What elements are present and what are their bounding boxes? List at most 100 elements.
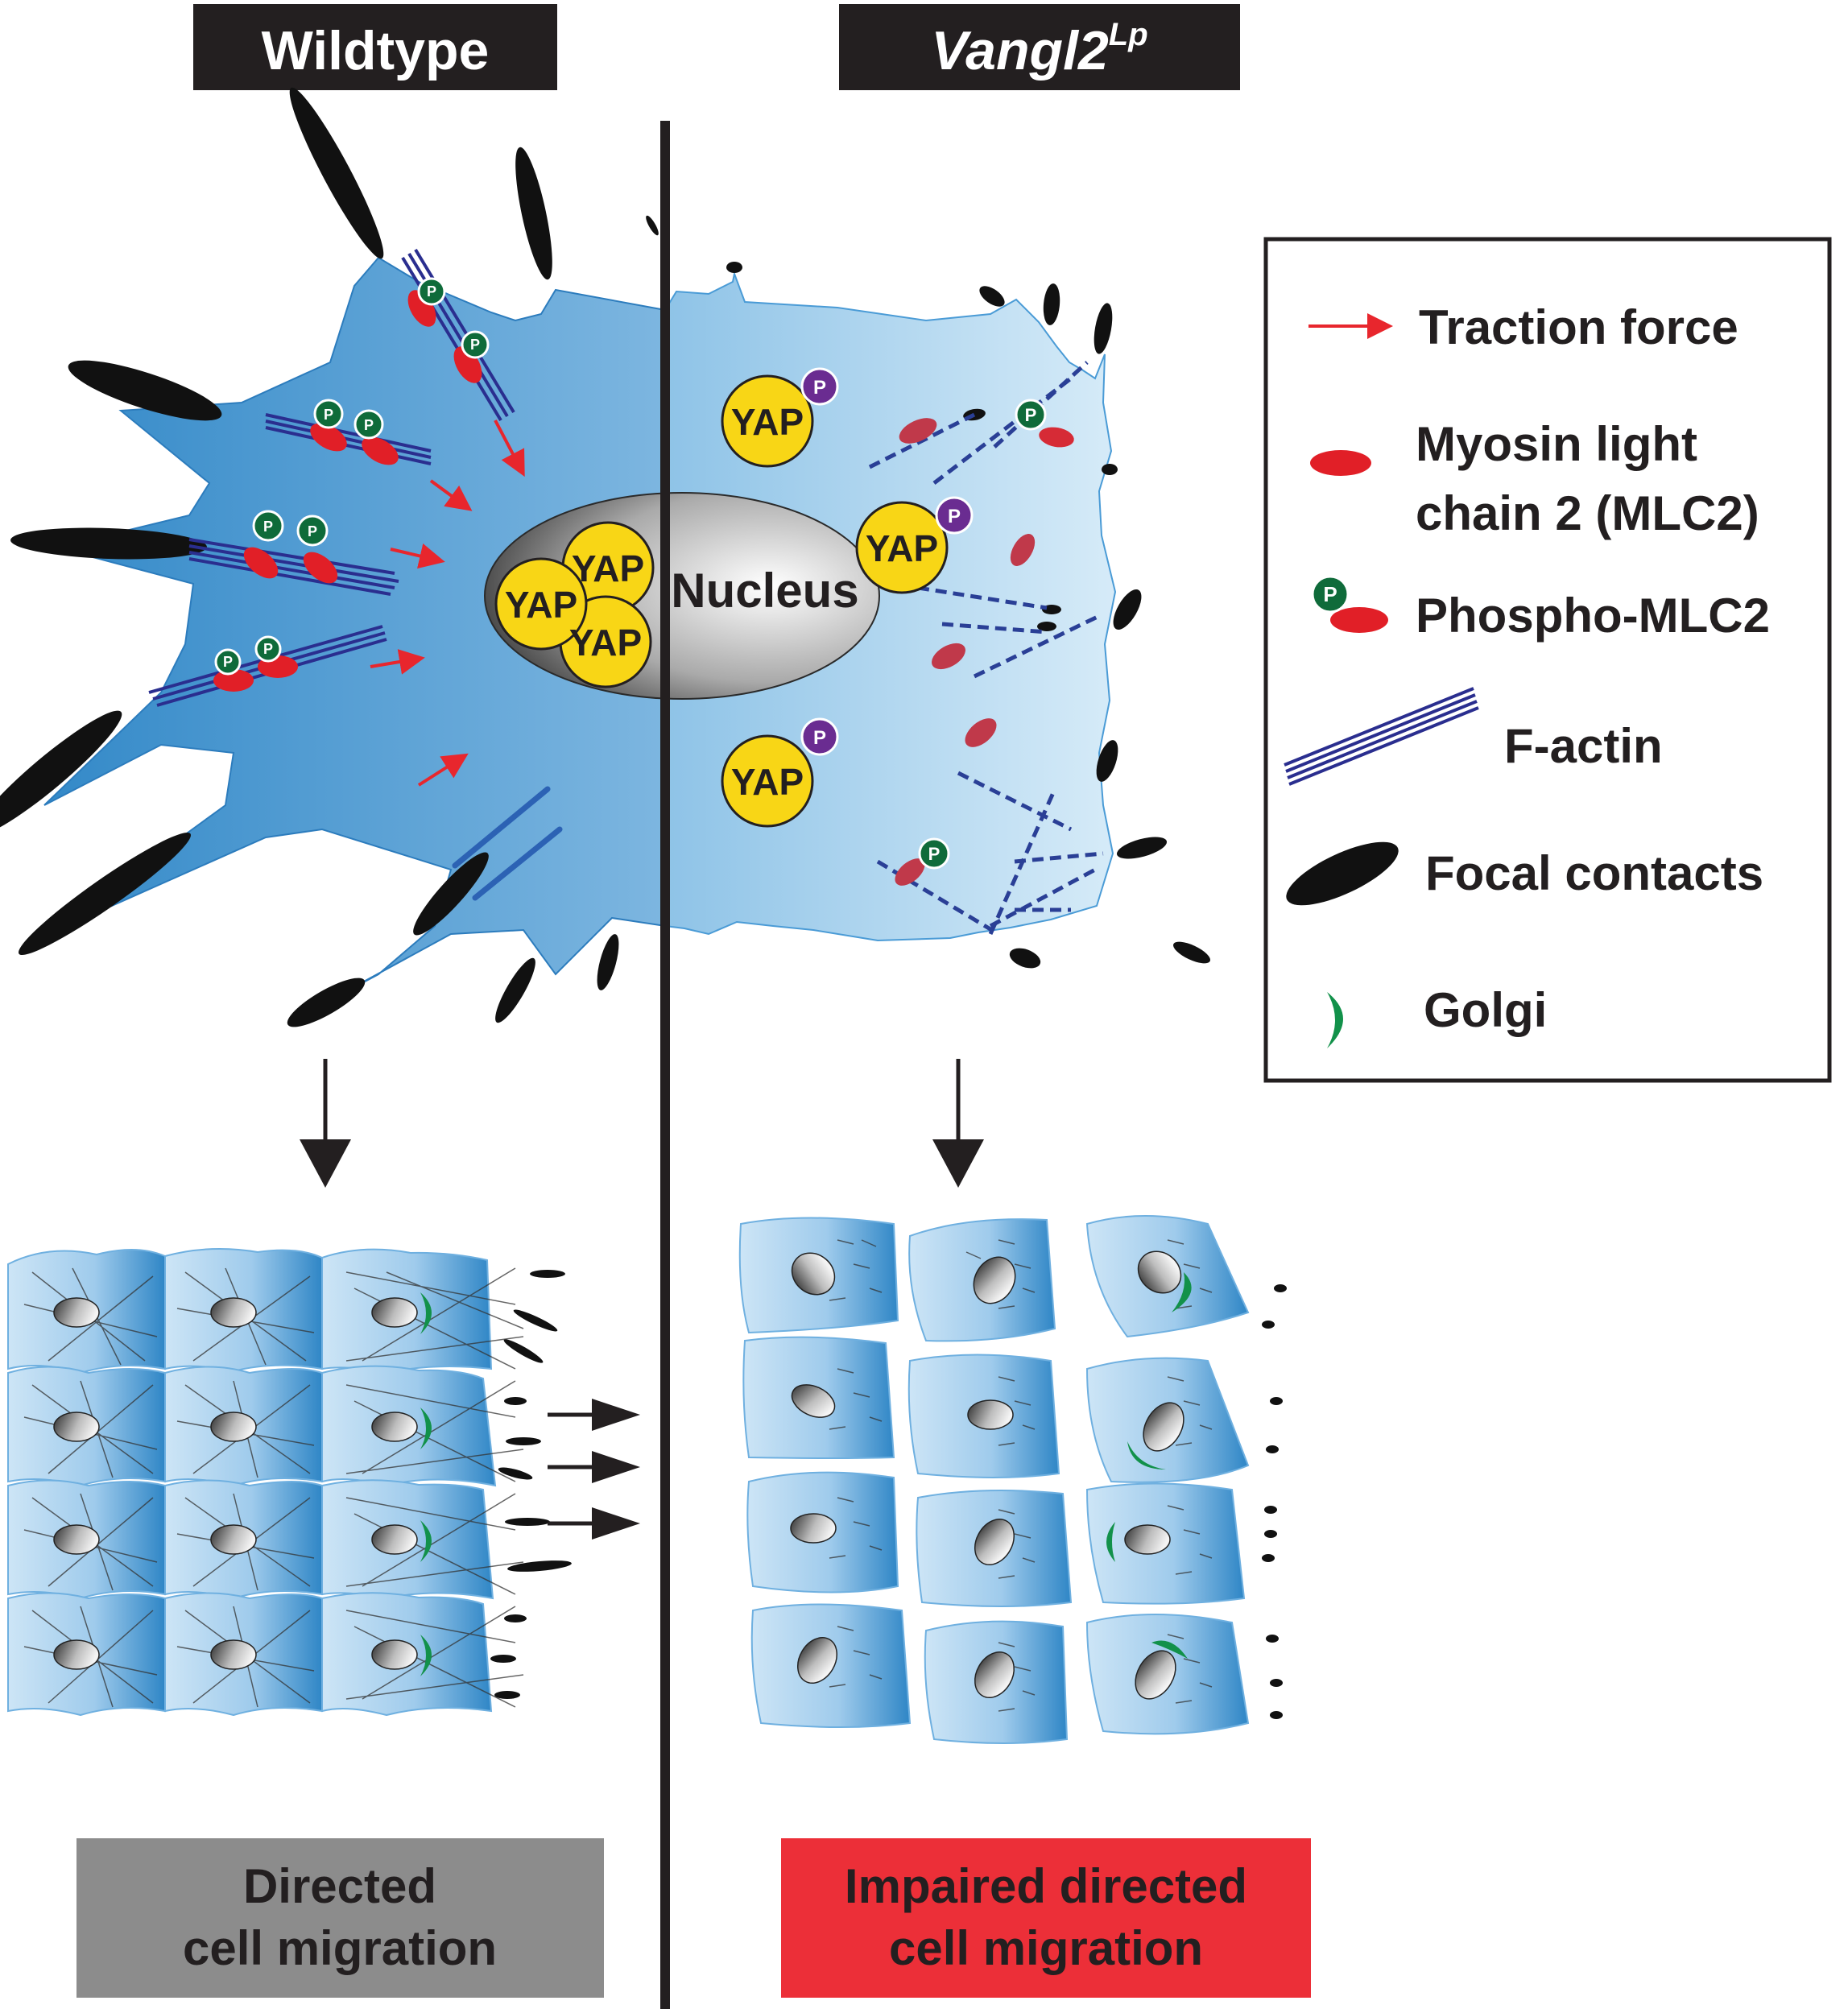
yap-label: YAP bbox=[572, 548, 644, 589]
mutant-outcome-box bbox=[781, 1838, 1311, 1998]
focal-contact bbox=[289, 87, 384, 259]
focal-contact bbox=[68, 360, 222, 421]
focal-contact bbox=[1173, 941, 1210, 964]
focal-contact bbox=[19, 832, 191, 956]
wildtype-header-text: Wildtype bbox=[262, 20, 490, 81]
golgi-icon bbox=[420, 1407, 432, 1449]
legend-phospho-mlc2: P Phospho-MLC2 bbox=[1311, 575, 1770, 643]
mutant-focal-contacts bbox=[646, 215, 1210, 969]
yap-label: YAP bbox=[505, 584, 577, 626]
wildtype-down-arrow bbox=[300, 1059, 351, 1188]
focal-contact bbox=[0, 710, 122, 836]
sheet-short-actin bbox=[829, 1239, 1213, 1712]
wildtype-short-actin bbox=[452, 786, 563, 901]
legend-mlc2-line2: chain 2 (MLC2) bbox=[1416, 486, 1759, 540]
focal-contact bbox=[1009, 948, 1041, 969]
focal-contact bbox=[413, 852, 489, 936]
phospho-label: P bbox=[948, 506, 961, 527]
f-actin-icon bbox=[1284, 687, 1479, 786]
legend-phospho-label: Phospho-MLC2 bbox=[1416, 589, 1770, 643]
golgi-icon bbox=[1127, 1441, 1166, 1469]
legend-f-actin-label: F-actin bbox=[1504, 719, 1663, 773]
phospho-label: P bbox=[324, 407, 333, 423]
wildtype-focal-contacts bbox=[0, 87, 619, 1027]
phospho-label: P bbox=[308, 523, 317, 539]
phosphate-icon bbox=[1311, 575, 1350, 614]
legend-golgi-label: Golgi bbox=[1424, 983, 1547, 1037]
focal-contact bbox=[1113, 589, 1142, 630]
sheet-focal-contacts bbox=[490, 1270, 572, 1699]
mutant-down-arrow bbox=[932, 1059, 984, 1188]
wildtype-outcome-line2: cell migration bbox=[183, 1921, 497, 1975]
phospho-label: P bbox=[223, 654, 233, 670]
legend-golgi: Golgi bbox=[1327, 983, 1547, 1048]
golgi-icon bbox=[420, 1292, 432, 1334]
focal-contact bbox=[1116, 837, 1168, 859]
focal-contact bbox=[1037, 622, 1056, 631]
mlc2-icon bbox=[1310, 450, 1371, 476]
mutant-header-box bbox=[839, 4, 1240, 90]
focal-contact bbox=[495, 957, 535, 1023]
legend-traction-force: Traction force bbox=[1308, 300, 1738, 354]
legend-box bbox=[1263, 237, 1832, 1083]
phospho-label: P bbox=[427, 283, 436, 300]
legend-focal-label: Focal contacts bbox=[1425, 846, 1763, 900]
nuclear-yap: YAP YAP YAP bbox=[494, 521, 655, 688]
mutant-mlc2 bbox=[895, 418, 1074, 886]
wildtype-cell: P P P P P P P P bbox=[0, 87, 666, 1027]
phospho-label: P bbox=[813, 377, 826, 399]
mutant-phospho-mlc2: P P bbox=[918, 399, 1047, 870]
focal-contact bbox=[1094, 303, 1113, 354]
golgi-icon bbox=[1172, 1272, 1192, 1312]
sheet-nuclei bbox=[53, 1297, 418, 1670]
focal-contact bbox=[10, 527, 207, 560]
cytoplasmic-phospho-yap: YAP YAP YAP P P P bbox=[721, 367, 974, 828]
focal-contact bbox=[646, 215, 659, 236]
sheet-golgi bbox=[1106, 1272, 1192, 1659]
legend: Traction force Myosin light chain 2 (MLC… bbox=[1263, 237, 1832, 1083]
legend-f-actin: F-actin bbox=[1284, 687, 1663, 786]
golgi-icon bbox=[420, 1635, 432, 1676]
mutant-header: Vangl2Lp bbox=[839, 4, 1240, 90]
phospho-mlc2-icon bbox=[1330, 607, 1388, 633]
golgi-icon bbox=[420, 1520, 432, 1562]
focal-contact bbox=[1043, 283, 1060, 325]
legend-focal-contacts: Focal contacts bbox=[1286, 841, 1763, 906]
yap-label: YAP bbox=[866, 527, 938, 569]
sheet-golgi bbox=[420, 1292, 432, 1676]
mutant-cell-sheet bbox=[738, 1215, 1287, 1744]
migration-arrows bbox=[548, 1399, 640, 1540]
legend-traction-label: Traction force bbox=[1419, 300, 1738, 354]
wildtype-traction-arrows bbox=[370, 420, 525, 787]
phospho-label: P bbox=[263, 641, 273, 657]
yap-label: YAP bbox=[569, 622, 642, 663]
phospho-label: P bbox=[928, 844, 941, 864]
mutant-gene-name: Vangl2 bbox=[931, 20, 1109, 81]
phospho-label: P bbox=[813, 727, 826, 749]
golgi-icon bbox=[1106, 1522, 1115, 1562]
nucleus-label: Nucleus bbox=[671, 564, 858, 618]
focal-contact bbox=[597, 934, 619, 990]
mutant-header-text: Vangl2Lp bbox=[931, 17, 1147, 81]
focal-contact bbox=[1096, 740, 1118, 782]
phospho-label: P bbox=[470, 337, 480, 353]
wildtype-cell-sheet bbox=[7, 1248, 572, 1717]
wildtype-phospho-mlc2: P P P P P P P P bbox=[213, 277, 490, 692]
focal-contact bbox=[1102, 464, 1118, 475]
mutant-outcome-line2: cell migration bbox=[889, 1921, 1203, 1975]
focal-contact-icon bbox=[1286, 841, 1399, 906]
phospho-label: P bbox=[1025, 405, 1037, 425]
phospho-label: P bbox=[263, 519, 273, 535]
phospho-label: P bbox=[364, 417, 374, 433]
wildtype-header-box bbox=[193, 4, 557, 90]
yap-label: YAP bbox=[731, 401, 804, 443]
focal-contact bbox=[287, 978, 366, 1027]
wildtype-outcome-line1: Directed bbox=[243, 1859, 436, 1913]
legend-mlc2-line1: Myosin light bbox=[1416, 417, 1697, 471]
legend-mlc2: Myosin light chain 2 (MLC2) bbox=[1310, 417, 1759, 540]
sheet-focal-contacts bbox=[1262, 1284, 1287, 1719]
wildtype-header: Wildtype bbox=[193, 4, 557, 90]
focal-contact bbox=[979, 286, 1005, 307]
mutant-outcome: Impaired directed cell migration bbox=[781, 1838, 1311, 1998]
